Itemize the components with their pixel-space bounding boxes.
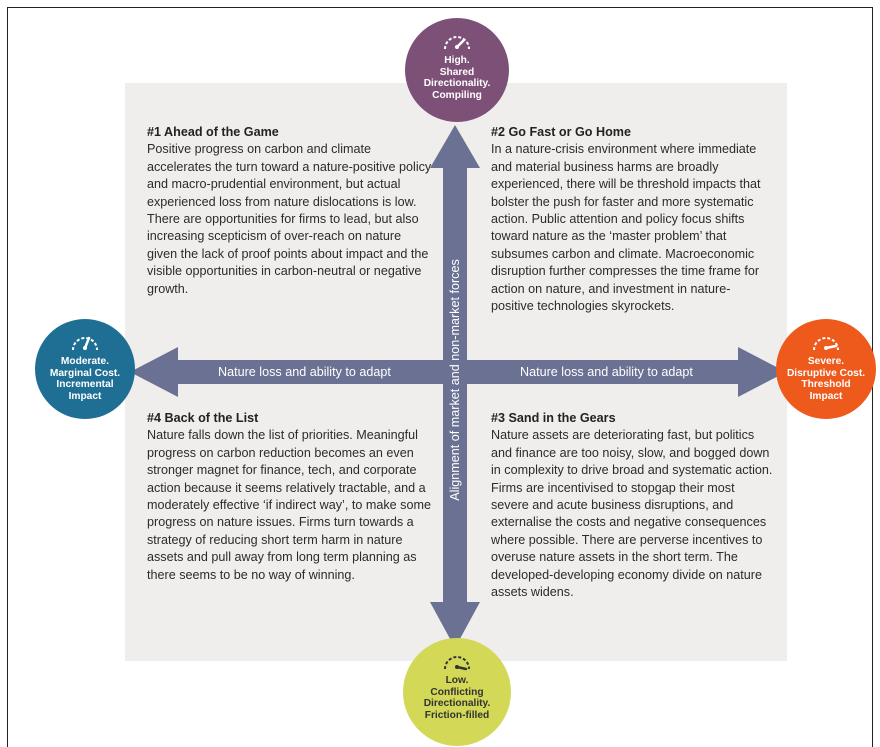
vertical-axis-arrow — [430, 125, 480, 648]
vertical-axis-label: Alignment of market and non-market force… — [448, 259, 462, 501]
quadrant-1-body: Positive progress on carbon and climate … — [147, 142, 432, 296]
quadrant-4: #4 Back of the List Nature falls down th… — [147, 410, 432, 584]
gauge-icon — [72, 336, 98, 351]
pole-top-high: High. Shared Directionality. Compiling — [405, 18, 509, 122]
quadrant-3: #3 Sand in the Gears Nature assets are d… — [491, 410, 773, 601]
quadrant-2-body: In a nature-crisis environment where imm… — [491, 142, 761, 314]
pole-left-moderate: Moderate. Marginal Cost. Incremental Imp… — [35, 319, 135, 419]
quadrant-2: #2 Go Fast or Go Home In a nature-crisis… — [491, 124, 773, 315]
pole-bottom-label: Low. Conflicting Directionality. Frictio… — [423, 675, 491, 721]
gauge-icon — [444, 656, 470, 671]
pole-left-label: Moderate. Marginal Cost. Incremental Imp… — [49, 356, 121, 402]
pole-right-severe: Severe. Disruptive Cost. Threshold Impac… — [776, 319, 876, 419]
pole-bottom-low: Low. Conflicting Directionality. Frictio… — [403, 638, 511, 746]
gauge-icon — [813, 337, 839, 351]
gauge-icon — [444, 36, 470, 50]
quadrant-2-title: #2 Go Fast or Go Home — [491, 125, 631, 139]
quadrant-3-body: Nature assets are deteriorating fast, bu… — [491, 428, 773, 600]
horizontal-axis-label-right: Nature loss and ability to adapt — [520, 365, 693, 379]
quadrant-1: #1 Ahead of the Game Positive progress o… — [147, 124, 432, 298]
pole-right-label: Severe. Disruptive Cost. Threshold Impac… — [786, 356, 866, 402]
quadrant-1-title: #1 Ahead of the Game — [147, 125, 279, 139]
quadrant-3-title: #3 Sand in the Gears — [491, 411, 616, 425]
quadrant-4-body: Nature falls down the list of priorities… — [147, 428, 431, 582]
pole-top-label: High. Shared Directionality. Compiling — [423, 55, 491, 101]
quadrant-4-title: #4 Back of the List — [147, 411, 259, 425]
horizontal-axis-label-left: Nature loss and ability to adapt — [218, 365, 391, 379]
